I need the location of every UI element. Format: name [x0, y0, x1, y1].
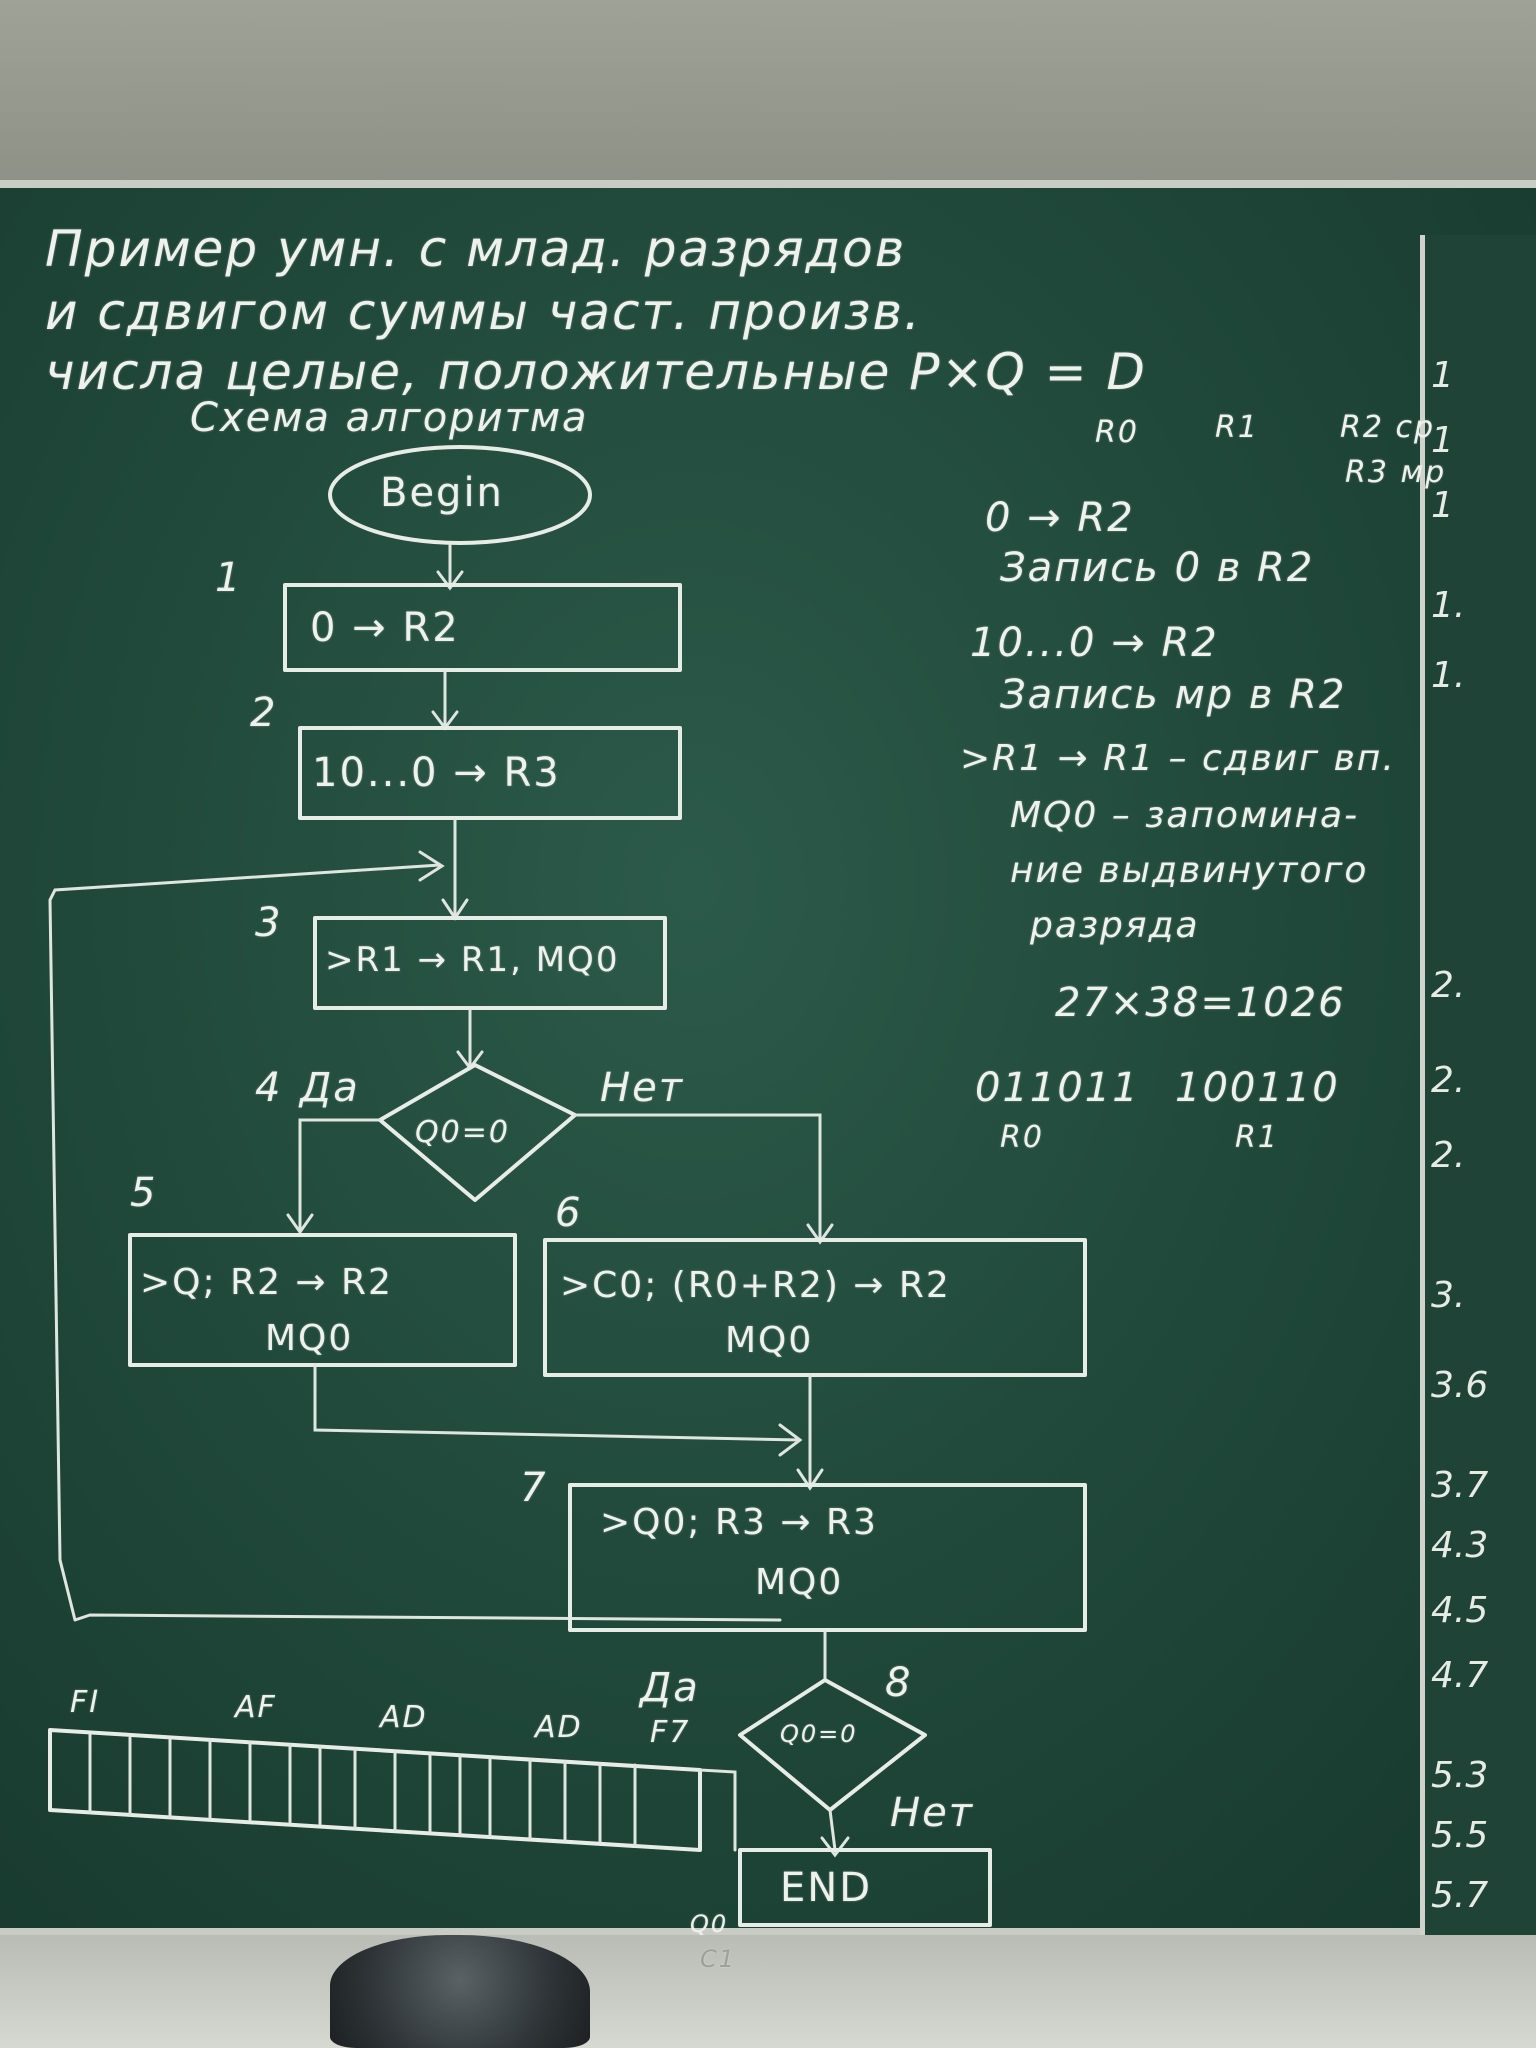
- block-7-line-1: >Q0; R3 → R3: [600, 1502, 878, 1543]
- chalk-eraser: [330, 1935, 590, 2048]
- right-panel-item: 4.5: [1431, 1590, 1489, 1631]
- chalk-tray: [0, 1935, 1536, 2048]
- right-panel-item: 4.3: [1431, 1525, 1489, 1566]
- register-bar-label-af: AF: [235, 1690, 277, 1725]
- register-label-r1: R1: [1215, 410, 1259, 445]
- note-7: ние выдвинутого: [1010, 850, 1369, 891]
- right-side-board: 1 1 1 1. 1. 2. 2. 2. 3. 3.6 3.7 4.3 4.5 …: [1420, 235, 1536, 1935]
- register-bar-label-ad-2: AD: [535, 1710, 583, 1745]
- right-panel-item: 3.: [1431, 1275, 1466, 1316]
- note-3: 10...0 → R2: [970, 620, 1219, 666]
- board-frame-bottom: [0, 1928, 1536, 1938]
- heading-line-4: Схема алгоритма: [190, 395, 589, 441]
- decision-1-label: Q0=0: [415, 1115, 510, 1150]
- begin-label: Begin: [380, 470, 504, 516]
- decision-1-no: Нет: [600, 1065, 684, 1111]
- right-panel-item: 1.: [1431, 655, 1466, 696]
- right-panel-item: 2.: [1431, 965, 1466, 1006]
- note-binary-1-label: R0: [1000, 1120, 1044, 1155]
- block-5-box: [128, 1233, 517, 1367]
- right-panel-item: 3.7: [1431, 1465, 1489, 1506]
- right-panel-item: 5.7: [1431, 1875, 1489, 1916]
- board-frame-top: [0, 180, 1536, 188]
- step-number-7: 7: [520, 1465, 548, 1511]
- note-binary-2: 100110: [1175, 1065, 1340, 1111]
- step-number-2: 2: [250, 690, 278, 736]
- note-2: Запись 0 в R2: [1000, 545, 1315, 591]
- right-panel-item: 1: [1431, 355, 1454, 396]
- step-number-4: 4: [255, 1065, 283, 1111]
- note-binary-1: 011011: [975, 1065, 1140, 1111]
- decision-2-no: Нет: [890, 1790, 974, 1836]
- block-5-line-2: MQ0: [265, 1318, 354, 1359]
- block-7-box: [568, 1483, 1087, 1632]
- note-8: разряда: [1030, 905, 1200, 946]
- heading-line-1: Пример умн. с млад. разрядов: [45, 220, 907, 278]
- block-1-label: 0 → R2: [310, 605, 460, 651]
- right-panel-item: 5.5: [1431, 1815, 1489, 1856]
- register-label-r3: R3 мр: [1345, 455, 1447, 490]
- note-6: MQ0 – запомина-: [1010, 795, 1360, 836]
- block-6-box: [543, 1238, 1087, 1377]
- block-7-line-2: MQ0: [755, 1562, 844, 1603]
- register-label-r0: R0: [1095, 415, 1139, 450]
- chalkboard: [0, 185, 1536, 1935]
- right-panel-item: 1: [1431, 485, 1454, 526]
- decision-1-diamond: [378, 1063, 577, 1202]
- register-bar-c1: C1: [700, 1945, 737, 1973]
- heading-line-3: числа целые, положительные P×Q = D: [45, 343, 1147, 401]
- right-panel-item: 2.: [1431, 1135, 1466, 1176]
- end-label: END: [780, 1865, 872, 1911]
- block-5-line-1: >Q; R2 → R2: [140, 1262, 393, 1303]
- block-1-box: [283, 583, 682, 672]
- wall: [0, 0, 1536, 185]
- decision-2-yes: Да: [640, 1665, 700, 1711]
- right-panel-item: 4.7: [1431, 1655, 1489, 1696]
- step-number-5: 5: [130, 1170, 158, 1216]
- register-label-r2: R2 ср: [1340, 410, 1436, 445]
- step-number-8: 8: [885, 1660, 913, 1706]
- decision-1-yes: Да: [300, 1065, 360, 1111]
- note-4: Запись мр в R2: [1000, 672, 1347, 718]
- block-6-line-1: >C0; (R0+R2) → R2: [560, 1265, 951, 1306]
- register-bar-label-ad-1: AD: [380, 1700, 428, 1735]
- block-6-line-2: MQ0: [725, 1320, 814, 1361]
- block-2-box: [298, 726, 682, 820]
- heading-line-2: и сдвигом суммы част. произв.: [45, 283, 922, 341]
- right-panel-item: 5.3: [1431, 1755, 1489, 1796]
- block-2-label: 10...0 → R3: [312, 750, 561, 796]
- right-panel-item: 1: [1431, 420, 1454, 461]
- step-number-1: 1: [215, 555, 243, 601]
- decision-2-label: Q0=0: [780, 1720, 858, 1748]
- right-panel-item: 1.: [1431, 585, 1466, 626]
- register-bar-label-f7: F7: [650, 1715, 691, 1750]
- begin-terminal: [328, 445, 592, 545]
- note-binary-2-label: R1: [1235, 1120, 1279, 1155]
- note-example: 27×38=1026: [1055, 980, 1346, 1026]
- right-panel-item: 3.6: [1431, 1365, 1489, 1406]
- note-1: 0 → R2: [985, 495, 1135, 541]
- right-panel-item: 2.: [1431, 1060, 1466, 1101]
- step-number-3: 3: [255, 900, 283, 946]
- step-number-6: 6: [555, 1190, 583, 1236]
- register-bar-label-fi: FI: [70, 1685, 101, 1720]
- register-bar-q0: Q0: [690, 1910, 729, 1938]
- block-3-box: [313, 916, 667, 1010]
- end-box: [738, 1848, 992, 1927]
- block-3-label: >R1 → R1, MQ0: [325, 940, 620, 980]
- note-5: >R1 → R1 – сдвиг вп.: [960, 738, 1396, 779]
